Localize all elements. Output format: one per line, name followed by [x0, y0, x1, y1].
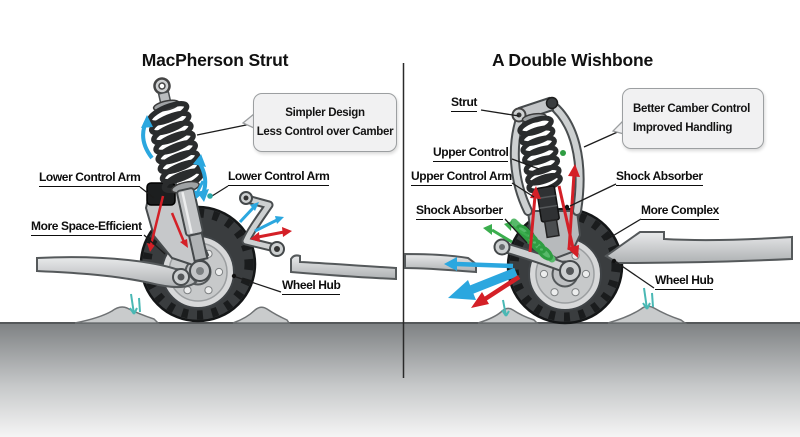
chassis-beam — [404, 252, 477, 274]
callout-line: Simpler Design — [285, 106, 365, 119]
callout-line: Improved Handling — [633, 121, 733, 134]
road-bump — [477, 307, 539, 324]
coilover-spring — [517, 112, 563, 239]
wishbone-callout: Better Camber Control Improved Handling — [622, 88, 764, 149]
ground — [0, 305, 800, 437]
label-wheel-hub-right: Wheel Hub — [655, 274, 714, 290]
road-bump — [74, 306, 160, 324]
lower-wishbone-arm — [493, 238, 581, 282]
label-upper-control: Upper Control — [433, 146, 509, 162]
left-panel-title: MacPherson Strut — [141, 50, 289, 70]
lower-control-arm-beam — [36, 256, 198, 288]
label-lower-control-arm-left: Lower Control Arm — [39, 171, 141, 187]
green-marker-dot — [560, 150, 566, 156]
label-strut: Strut — [451, 96, 477, 112]
label-shock-absorber-right: Shock Absorber — [616, 170, 703, 186]
macpherson-assembly — [36, 77, 397, 321]
impact-arrows — [129, 287, 654, 317]
label-shock-absorber-left: Shock Absorber — [416, 204, 503, 220]
detached-control-arm — [239, 191, 285, 257]
double-wishbone-assembly — [404, 96, 793, 324]
chassis-beam — [604, 231, 793, 265]
macpherson-motion-arrows — [141, 115, 292, 252]
road-bump — [232, 306, 291, 324]
wishbone-fork-arms — [509, 96, 585, 216]
chassis-beam — [290, 254, 397, 281]
shock-absorber-green — [483, 150, 566, 263]
callout-line: Better Camber Control — [633, 102, 751, 115]
leader-dots — [207, 112, 625, 279]
callout-line: Less Control over Camber — [256, 125, 394, 138]
label-upper-control-arm: Upper Control Arm — [411, 170, 512, 186]
right-panel-title: A Double Wishbone — [491, 50, 654, 70]
label-more-space-efficient: More Space-Efficient — [31, 220, 142, 236]
label-wheel-hub-left: Wheel Hub — [282, 279, 341, 295]
macpherson-callout: Simpler Design Less Control over Camber — [253, 93, 397, 152]
label-lower-control-arm-right: Lower Control Arm — [228, 170, 330, 186]
leader-lines — [139, 109, 655, 293]
wishbone-motion-arrows — [444, 164, 580, 308]
label-more-complex: More Complex — [641, 204, 719, 220]
